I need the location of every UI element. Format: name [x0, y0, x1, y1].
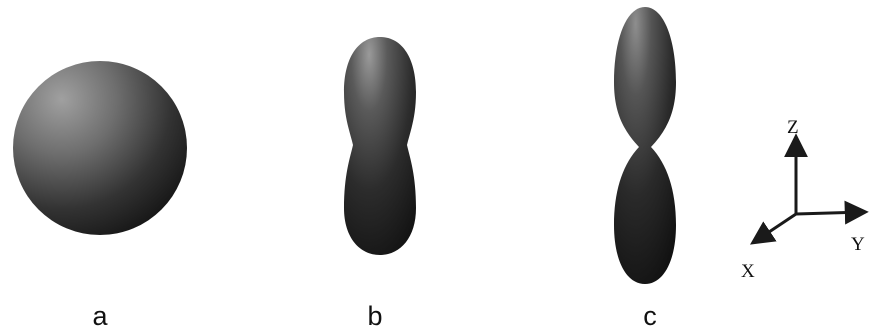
y-axis-label: Y [851, 234, 865, 255]
sphere-shape [13, 61, 187, 235]
peanut-shape [344, 37, 416, 255]
y-axis-arrow [796, 212, 864, 214]
x-axis-label: X [741, 261, 755, 282]
panel-label-b: b [367, 301, 382, 331]
z-axis-label: Z [787, 117, 799, 138]
panel-label-c: c [643, 301, 657, 331]
x-axis-arrow [754, 214, 796, 242]
dumbbell-shape [614, 7, 676, 284]
axis-triad: Z Y X [741, 117, 865, 282]
panel-label-a: a [92, 301, 108, 331]
